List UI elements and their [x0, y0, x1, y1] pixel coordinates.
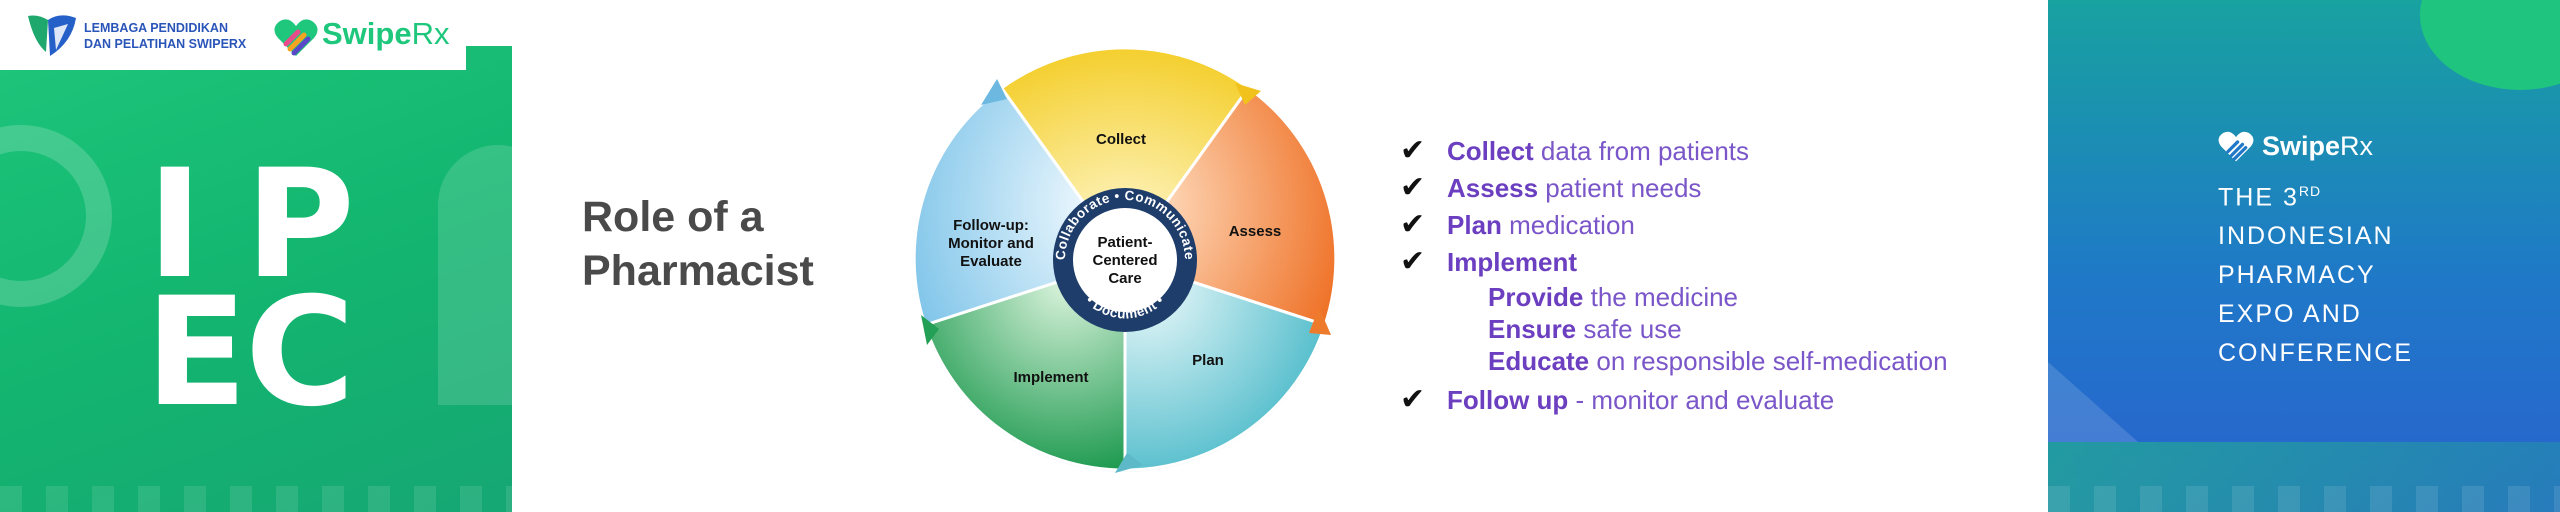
check-icon: ✔ — [1400, 244, 1426, 279]
swiperx-logo: SwipeRx — [2216, 128, 2373, 164]
item-text: patient needs — [1538, 173, 1702, 203]
list-item: ✔ Follow up - monitor and evaluate — [1400, 382, 2040, 419]
swiperx-heart-icon — [274, 19, 318, 56]
decorative-pill — [438, 145, 512, 405]
ipec-letter-c: C — [245, 266, 355, 440]
ipec-letter-i: I — [147, 138, 203, 312]
center-label-line1: Patient- — [1097, 234, 1152, 251]
list-item: ✔ Assess patient needs — [1400, 170, 2040, 207]
conference-line5: CONFERENCE — [2218, 339, 2414, 368]
decorative-blob — [2420, 0, 2560, 90]
sub-list-item: Ensure safe use — [1400, 313, 2040, 345]
center-hub — [1073, 208, 1177, 312]
title-line1: Role of a — [582, 193, 764, 241]
segment-plan — [1123, 257, 1327, 472]
sub-item-keyword: Educate — [1488, 346, 1590, 376]
org-name-line2: DAN PELATIHAN SWIPERX — [84, 37, 247, 51]
pharmacist-cycle-diagram: Collaborate • Communicate • Document • P… — [912, 46, 1338, 473]
segment-collect — [999, 46, 1251, 263]
check-icon: ✔ — [1400, 382, 1426, 417]
arrow-icon — [981, 79, 1007, 105]
item-keyword: Collect — [1447, 136, 1534, 166]
logo-bar: LEMBAGA PENDIDIKAN DAN PELATIHAN SWIPERX… — [0, 0, 512, 70]
sub-item-text: safe use — [1576, 314, 1682, 344]
item-text: medication — [1501, 210, 1635, 240]
decorative-triangle — [2048, 362, 2138, 442]
sub-item-keyword: Provide — [1488, 282, 1584, 312]
decorative-stripes — [0, 486, 512, 512]
brand-wordmark: SwipeRx — [2262, 130, 2374, 161]
slide-title: Role of a Pharmacist — [582, 190, 882, 298]
list-item: ✔ Collect data from patients — [1400, 133, 2040, 170]
list-item: ✔ Plan medication — [1400, 207, 2040, 244]
label-follow-up-line3: Evaluate — [960, 253, 1022, 270]
org-name-line1: LEMBAGA PENDIDIKAN — [84, 21, 228, 35]
label-implement: Implement — [1013, 369, 1088, 386]
check-icon: ✔ — [1400, 207, 1426, 242]
check-icon: ✔ — [1400, 170, 1426, 205]
check-icon: ✔ — [1400, 133, 1426, 168]
swiperx-heart-icon — [2218, 131, 2254, 162]
decorative-band — [2048, 442, 2560, 512]
decorative-arc — [0, 125, 112, 307]
title-line2: Pharmacist — [582, 247, 814, 295]
conference-line2: INDONESIAN — [2218, 222, 2394, 251]
sub-item-keyword: Ensure — [1488, 314, 1577, 344]
label-collect: Collect — [1096, 131, 1146, 148]
label-assess: Assess — [1229, 223, 1282, 240]
right-banner: SwipeRx THE 3RD INDONESIAN PHARMACY EXPO… — [2048, 0, 2560, 512]
label-plan: Plan — [1192, 352, 1224, 369]
pharmacist-role-checklist: ✔ Collect data from patients ✔ Assess pa… — [1400, 133, 2040, 419]
sub-item-text: on responsible self-medication — [1589, 346, 1948, 376]
item-keyword: Assess — [1447, 173, 1539, 203]
item-keyword: Implement — [1447, 247, 1578, 277]
arrow-icon — [1115, 453, 1143, 473]
list-item: ✔ Implement — [1400, 244, 2040, 281]
cycle-arrows — [921, 79, 1331, 473]
ipec-letter-p: P — [245, 138, 355, 312]
segment-implement — [923, 257, 1127, 472]
conference-title: THE 3RD INDONESIAN PHARMACY EXPO AND CON… — [2218, 172, 2538, 373]
arrow-icon — [1235, 83, 1261, 105]
center-label-line3: Care — [1108, 270, 1141, 287]
label-follow-up-line2: Monitor and — [948, 235, 1034, 252]
conference-line1: THE 3RD — [2218, 183, 2322, 212]
sub-list-item: Educate on responsible self-medication — [1400, 345, 2040, 377]
center-label-line2: Centered — [1092, 252, 1157, 269]
item-text: data from patients — [1533, 136, 1750, 166]
lp-swiperx-logo-icon — [28, 15, 76, 56]
item-text: - monitor and evaluate — [1568, 385, 1835, 415]
ipec-letter-e: E — [145, 266, 247, 440]
label-follow-up-line1: Follow-up: — [953, 217, 1029, 234]
brand-wordmark: SwipeRx — [322, 16, 450, 51]
item-keyword: Follow up — [1447, 385, 1569, 415]
conference-line4: EXPO AND — [2218, 300, 2362, 329]
conference-line3: PHARMACY — [2218, 261, 2376, 290]
sub-list-item: Provide the medicine — [1400, 281, 2040, 313]
decorative-stripes — [2048, 486, 2560, 512]
arrow-icon — [1309, 307, 1331, 335]
arrow-icon — [921, 315, 939, 345]
ipec-logo: I P E C — [145, 138, 385, 428]
left-banner: LEMBAGA PENDIDIKAN DAN PELATIHAN SWIPERX… — [0, 0, 512, 512]
sub-item-text: the medicine — [1583, 282, 1739, 312]
item-keyword: Plan — [1447, 210, 1502, 240]
cycle-segments — [912, 46, 1338, 472]
